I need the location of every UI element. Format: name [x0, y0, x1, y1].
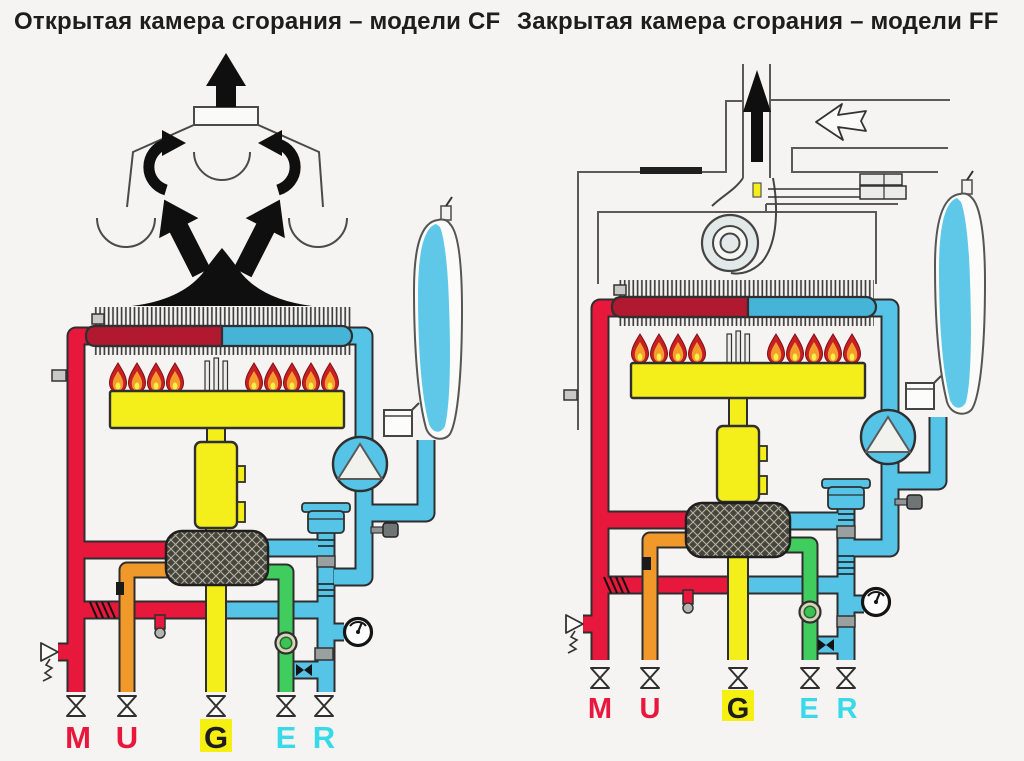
expansion-vessel: [933, 170, 987, 415]
burner: [629, 361, 867, 400]
flow-sensor: [274, 631, 298, 655]
exhaust-arrow-icon: [743, 70, 771, 162]
g-label-highlight: [722, 690, 754, 721]
air-flow-arcs: [96, 151, 348, 248]
connection-label-r: R: [313, 720, 335, 755]
expansion-vessel: [412, 196, 464, 440]
flue-exhaust-arrow-icon: [206, 53, 246, 107]
cold-water-inlet-pipe: [256, 563, 295, 692]
filter-hatch: [603, 576, 630, 594]
cf-diagram: M U G E R: [40, 53, 464, 755]
side-fitting: [51, 369, 67, 382]
filter-hatch: [89, 601, 116, 619]
gas-valve: [193, 440, 246, 530]
flow-sensor: [798, 600, 822, 624]
union-fitting: [836, 615, 856, 628]
dhw-outlet-pipe: [118, 561, 176, 692]
shutoff-valves: [66, 695, 334, 717]
connection-label-u: U: [116, 720, 138, 755]
clip-fitting: [642, 557, 651, 570]
side-fitting: [563, 389, 578, 401]
primary-heat-exchanger: [610, 284, 878, 319]
connection-label-m: M: [65, 720, 91, 755]
safety-valve-icon: [565, 614, 584, 654]
connection-label-u: U: [640, 693, 661, 725]
ff-diagram: M U G E R: [563, 64, 987, 725]
union-fitting: [314, 647, 334, 661]
connection-label-r: R: [837, 693, 858, 725]
connection-label-g: G: [727, 693, 750, 725]
fan: [700, 177, 778, 275]
dhw-outlet-pipe: [641, 531, 694, 660]
safety-valve-icon: [40, 642, 59, 682]
g-label-highlight: [200, 719, 232, 752]
connection-label-m: M: [588, 693, 612, 725]
ff-title: Закрытая камера сгорания – модели FF: [517, 8, 999, 35]
cf-title: Открытая камера сгорания – модели CF: [14, 8, 501, 35]
secondary-heat-exchanger: [684, 501, 792, 559]
secondary-heat-exchanger: [164, 529, 270, 587]
connection-labels: M U G E R: [65, 719, 335, 755]
bolt-fitting: [370, 522, 399, 538]
three-way-valve: [821, 478, 871, 510]
pump: [331, 435, 389, 493]
primary-heat-exchanger: [84, 313, 354, 348]
heating-flow-pipes: [58, 326, 222, 692]
union-fitting: [836, 525, 856, 539]
clip-fitting: [116, 582, 124, 595]
valve-stem-hatching: [318, 539, 334, 597]
air-intake-arrow-icon: [815, 103, 867, 141]
auto-air-vent: [905, 375, 942, 410]
valve-stem-hatching: [838, 513, 854, 575]
pump: [859, 408, 917, 466]
shutoff-valves: [590, 667, 856, 689]
union-fitting: [316, 555, 336, 568]
combustion-gas-arrows-icon: [132, 199, 312, 306]
connection-label-g: G: [204, 720, 228, 755]
gas-valve: [715, 424, 768, 504]
draft-hood: [126, 106, 324, 208]
drain-tap: [682, 589, 694, 614]
connection-label-e: E: [276, 720, 297, 755]
casing-tab: [640, 167, 702, 174]
drain-tap: [154, 614, 166, 639]
connection-labels: M U G E R: [588, 690, 858, 725]
connection-label-e: E: [799, 693, 818, 725]
pressure-gauge-icon: [342, 616, 374, 648]
sealed-casing: [577, 100, 948, 430]
auto-air-vent: [383, 402, 420, 437]
heating-flow-pipes: [583, 298, 740, 660]
recirculation-arrows-icon: [143, 130, 301, 196]
air-pressure-switch: [752, 173, 907, 200]
burner: [108, 389, 346, 430]
three-way-valve: [301, 502, 351, 534]
pressure-gauge-icon: [860, 586, 892, 618]
